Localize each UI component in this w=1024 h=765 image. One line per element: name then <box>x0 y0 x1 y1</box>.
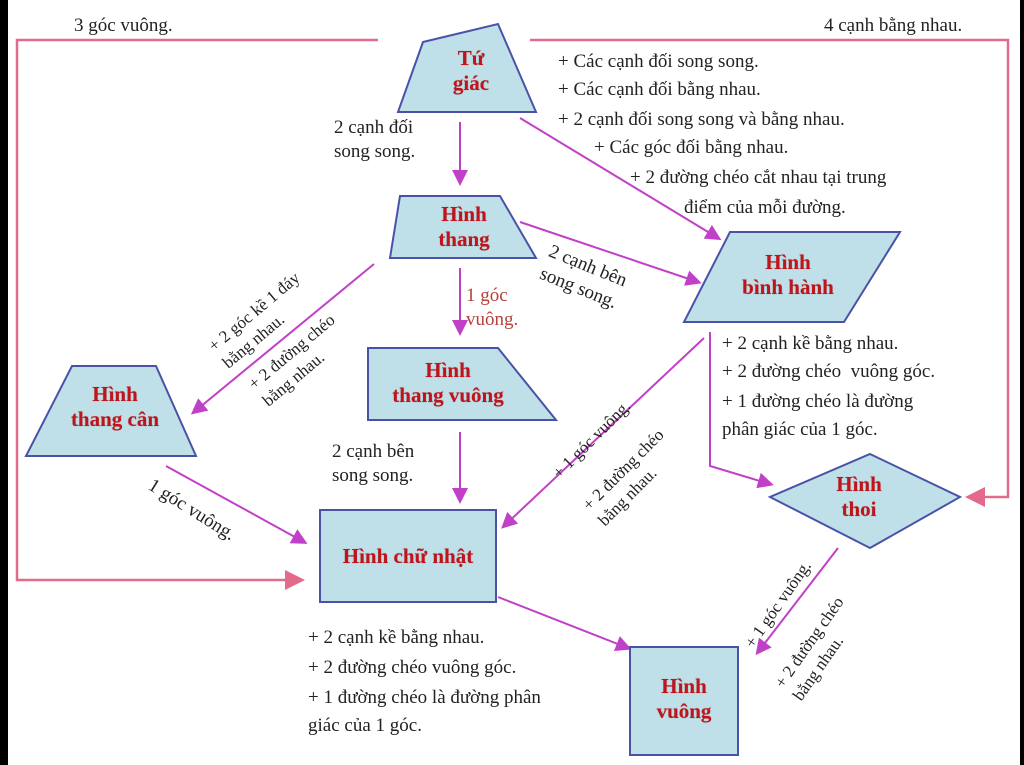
arrow-thangcan-to-chunhat <box>165 465 308 544</box>
condition-line: + 2 đường chéo vuông góc. <box>722 361 936 382</box>
node-label-tu-giac: Tứ giác <box>452 46 490 95</box>
node-tu-giac <box>396 22 538 113</box>
node-label-hinh-thang-can: Hình thang cân <box>70 382 160 431</box>
frame-connector-left <box>15 38 378 590</box>
label-thang-to-thangvuong: 1 góc vuông. <box>466 285 519 330</box>
condition-line: + Các cạnh đối bằng nhau. <box>558 79 761 100</box>
condition-line: + 1 đường chéo là đường <box>722 391 914 412</box>
arrow-chunhat-to-vuong <box>497 596 632 652</box>
condition-line: + Các cạnh đối song song. <box>558 51 759 72</box>
frame-connector-right <box>530 38 1010 507</box>
nodes <box>24 22 963 756</box>
condition-line: phân giác của 1 góc. <box>722 419 878 440</box>
node-hinh-thoi <box>767 452 963 550</box>
arrow-thoi-to-vuong <box>755 547 839 656</box>
node-label-hinh-vuong: Hình vuông <box>656 674 712 723</box>
arrow-tugiac-to-binhhanh <box>519 117 722 241</box>
condition-line: điểm của mỗi đường. <box>684 197 846 218</box>
condition-line: + Các góc đối bằng nhau. <box>594 137 789 158</box>
arrow-thang-to-thangcan <box>190 263 375 415</box>
arrows <box>165 117 839 656</box>
condition-line: + 1 đường chéo là đường phân <box>308 687 541 708</box>
node-hinh-binh-hanh <box>682 231 902 323</box>
arrow-binhhanh-to-chunhat <box>501 337 705 529</box>
arrow-thang-to-binhhanh <box>519 221 702 286</box>
node-hinh-thang <box>388 195 538 259</box>
diagram-shapes <box>15 22 1010 756</box>
arrow-binhhanh-to-thoi <box>709 332 774 489</box>
node-hinh-chu-nhat <box>319 509 497 603</box>
node-label-hinh-thang: Hình thang <box>438 202 490 251</box>
node-hinh-thang-vuong <box>367 347 559 421</box>
condition-line: + 2 cạnh kề bằng nhau. <box>722 333 899 354</box>
node-label-hinh-chu-nhat: Hình chữ nhật <box>342 544 474 568</box>
condition-line: + 2 cạnh đối song song và bằng nhau. <box>558 109 845 130</box>
condition-line: + 2 đường chéo cắt nhau tại trung <box>630 167 887 188</box>
node-label-hinh-thoi: Hình thoi <box>836 472 882 521</box>
label-tugiac-to-thang: 2 cạnh đối song song. <box>334 117 416 162</box>
node-label-hinh-thang-vuong: Hình thang vuông <box>392 358 504 407</box>
node-hinh-vuong <box>629 646 739 756</box>
condition-line: + 2 cạnh kề bằng nhau. <box>308 627 485 648</box>
diagram-canvas: Tứ giác Hình thang Hình bình hành Hình t… <box>8 0 1020 765</box>
label-three-right-angles: 3 góc vuông. <box>74 15 173 36</box>
label-four-equal-sides: 4 cạnh bằng nhau. <box>824 15 963 36</box>
node-label-hinh-binh-hanh: Hình bình hành <box>742 250 834 299</box>
condition-line: + 2 đường chéo vuông góc. <box>308 657 517 678</box>
label-thangvuong-to-chunhat: 2 cạnh bên song song. <box>332 441 415 486</box>
node-hinh-thang-can <box>24 365 198 457</box>
condition-line: giác của 1 góc. <box>308 715 422 736</box>
